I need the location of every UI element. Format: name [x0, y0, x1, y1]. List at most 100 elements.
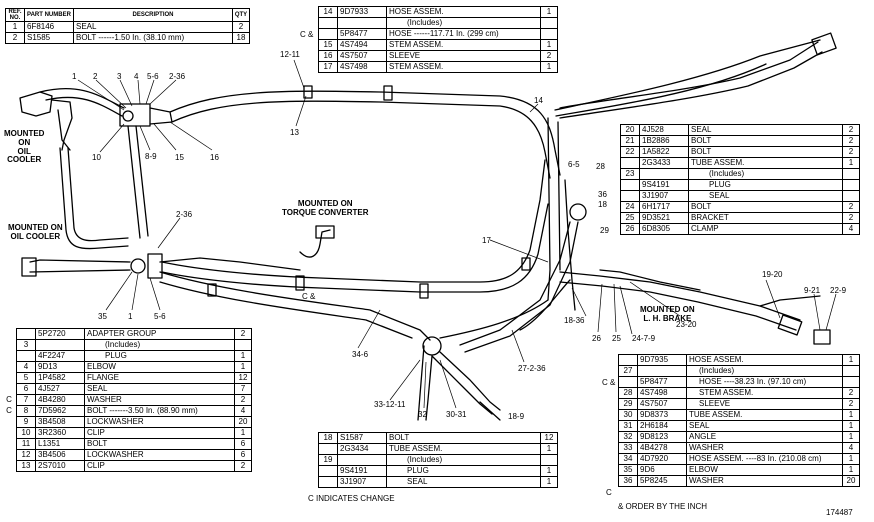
part-cell: 9D6 — [637, 464, 687, 476]
ref-cell: 21 — [620, 135, 640, 147]
ref-cell: 11 — [16, 438, 36, 450]
part-cell: 3B4506 — [35, 449, 85, 461]
ref-cell — [620, 179, 640, 191]
plate-number: 174487 — [826, 508, 853, 517]
change-cell — [2, 461, 17, 472]
part-cell: 5P8477 — [637, 376, 687, 388]
part-cell: 4S7498 — [337, 61, 387, 73]
part-cell: 9D7935 — [637, 354, 687, 366]
change-cell — [2, 329, 17, 340]
desc-cell: CLIP — [84, 427, 235, 439]
qty-cell: 2 — [232, 21, 250, 33]
change-cell — [2, 439, 17, 450]
ref-cell: 20 — [620, 124, 640, 136]
desc-cell: ADAPTER GROUP — [84, 328, 235, 340]
part-cell: 9D3521 — [639, 212, 689, 224]
desc-cell: (Includes) — [386, 17, 541, 29]
fitting-cluster-bottom — [422, 336, 442, 356]
part-cell: 4S7498 — [637, 387, 687, 399]
callout: 24-7-9 — [632, 334, 656, 343]
part-cell: 2S7010 — [35, 460, 85, 472]
qty-cell — [540, 454, 558, 466]
part-cell: 3R2360 — [35, 427, 85, 439]
qty-cell: 12 — [540, 432, 558, 444]
callout: 36 — [598, 190, 607, 199]
desc-cell: FLANGE — [84, 372, 235, 384]
part-cell: 9D8123 — [637, 431, 687, 443]
callout: 18-9 — [508, 412, 525, 421]
qty-cell: 1 — [540, 465, 558, 477]
callout: 33-12-11 — [374, 400, 406, 409]
qty-cell: 2 — [234, 328, 252, 340]
desc-cell: (Includes) — [84, 339, 235, 351]
ref-cell: 7 — [16, 394, 36, 406]
desc-cell: WASHER — [686, 475, 843, 487]
callout: 35 — [98, 312, 107, 321]
qty-cell: 1 — [234, 427, 252, 439]
part-cell: 9S4191 — [337, 465, 387, 477]
table-row: 27(Includes) — [618, 365, 860, 377]
ref-cell: 18 — [318, 432, 338, 444]
ref-cell: 16 — [318, 50, 338, 62]
note-oil-cooler-top: MOUNTED ON OIL COOLER — [4, 129, 45, 165]
callout: 1 — [72, 72, 77, 81]
part-cell: 4F2247 — [35, 350, 85, 362]
qty-cell: 1 — [842, 464, 860, 476]
ref-cell: 15 — [318, 39, 338, 51]
part-cell: 9D13 — [35, 361, 85, 373]
part-cell: 2G3433 — [639, 157, 689, 169]
cooler-hose-b — [59, 147, 129, 250]
callout: 16 — [210, 153, 219, 162]
change-cell — [2, 340, 17, 351]
callout: 5-6 — [154, 312, 166, 321]
note-lh-brake: MOUNTED ON L. H. BRAKE — [640, 305, 695, 323]
qty-cell: 1 — [540, 61, 558, 73]
desc-cell: SEAL — [84, 383, 235, 395]
desc-cell: WASHER — [84, 394, 235, 406]
desc-cell: SEAL — [386, 476, 541, 488]
qty-cell: 1 — [842, 453, 860, 465]
callout: 3 — [117, 72, 122, 81]
desc-cell: HOSE ----38.23 In. (97.10 cm) — [686, 376, 843, 388]
qty-cell: 2 — [234, 460, 252, 472]
change-cell — [2, 417, 17, 428]
callout: 27-2-36 — [518, 364, 546, 373]
desc-cell: PLUG — [688, 179, 843, 191]
oil-cooler-fitting-top — [19, 91, 53, 117]
ref-cell: 4 — [16, 361, 36, 373]
callout: 1 — [128, 312, 133, 321]
part-cell: 5P8477 — [337, 28, 387, 40]
desc-cell: PLUG — [386, 465, 541, 477]
ref-cell: 1 — [5, 21, 25, 33]
desc-cell: STEM ASSEM. — [386, 61, 541, 73]
change-cell — [2, 428, 17, 439]
ref-cell: 29 — [618, 398, 638, 410]
ref-cell: 35 — [618, 464, 638, 476]
note-oil-cooler-bottom: MOUNTED ON OIL COOLER — [8, 223, 63, 241]
desc-cell: SLEEVE — [386, 50, 541, 62]
part-cell: 1A5822 — [639, 146, 689, 158]
ref-cell — [618, 376, 638, 388]
ref-cell: 26 — [620, 223, 640, 235]
qty-cell: 1 — [842, 420, 860, 432]
cooler-hose-a — [39, 88, 125, 109]
callout: 22-9 — [830, 286, 847, 295]
change-cell — [2, 450, 17, 461]
qty-cell: 2 — [842, 387, 860, 399]
qty-cell: 18 — [232, 32, 250, 44]
qty-cell: 4 — [842, 442, 860, 454]
desc-cell: PLUG — [84, 350, 235, 362]
